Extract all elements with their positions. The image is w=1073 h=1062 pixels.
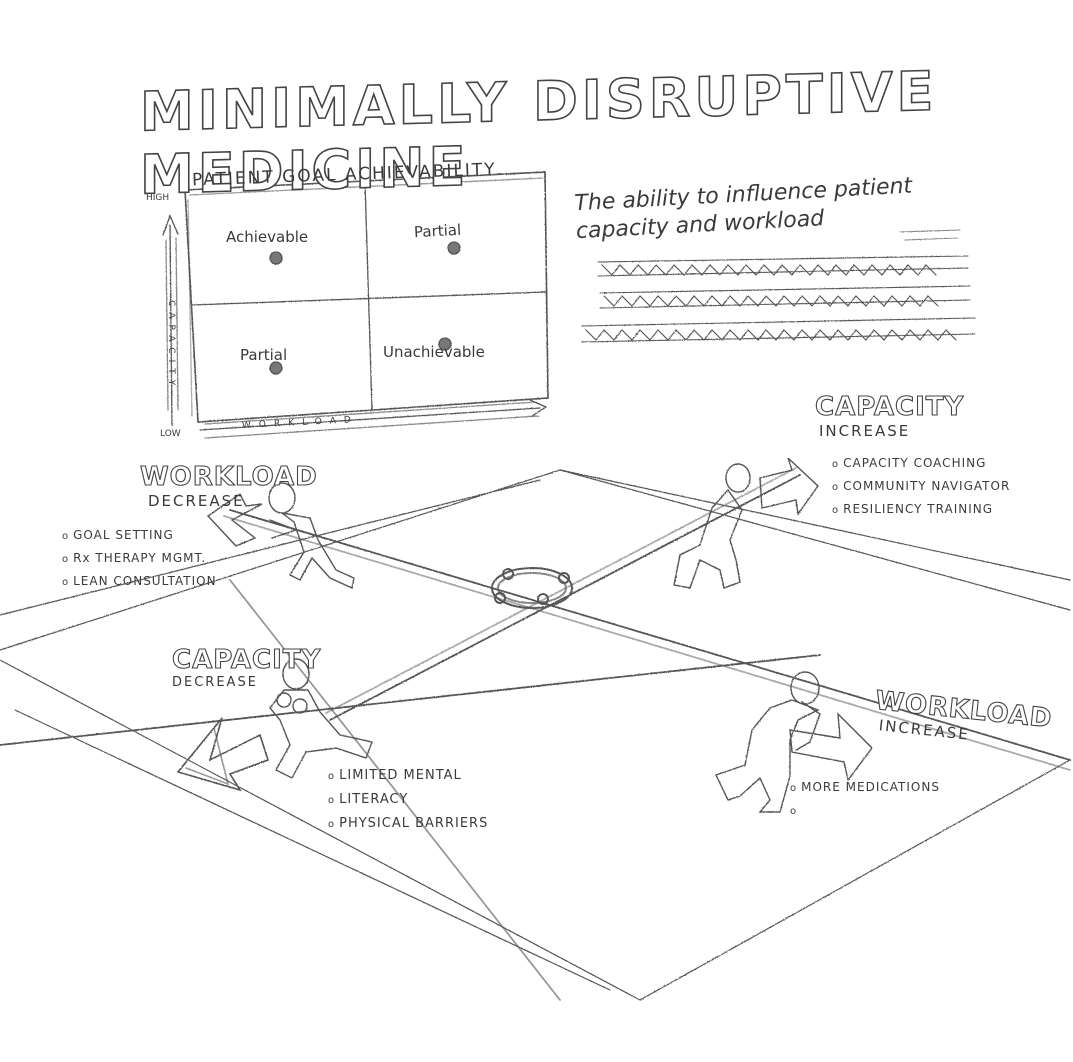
list-item: GOAL SETTING: [62, 528, 217, 542]
list-item: CAPACITY COACHING: [832, 456, 1010, 470]
capacity-increase-list: CAPACITY COACHING COMMUNITY NAVIGATOR RE…: [832, 456, 1010, 525]
list-item: LITERACY: [328, 792, 488, 807]
figure-workload-decrease: [268, 482, 355, 590]
y-high-label: HIGH: [146, 193, 170, 203]
list-item: MORE MEDICATIONS: [790, 780, 940, 794]
list-item: PHYSICAL BARRIERS: [328, 816, 488, 831]
dot-unachievable: [438, 337, 452, 351]
page-title: MINIMALLY DISRUPTIVE MEDICINE: [139, 59, 938, 207]
ground-plane: [0, 469, 1071, 1001]
figure-workload-increase: [715, 671, 821, 813]
list-item: Rx THERAPY MGMT.: [62, 551, 217, 565]
capacity-axis-arrow: [162, 214, 179, 426]
dot-achievable: [269, 251, 283, 265]
workload-decrease-list: GOAL SETTING Rx THERAPY MGMT. LEAN CONSU…: [62, 528, 217, 597]
list-item: LIMITED MENTAL: [328, 768, 488, 783]
quadrant-bottom-left: Partial: [240, 346, 288, 364]
center-ring: [491, 567, 573, 609]
list-item: [790, 803, 940, 817]
quadrant-bottom-right: Unachievable: [383, 343, 485, 361]
list-item: RESILIENCY TRAINING: [832, 502, 1010, 516]
arrow-workload-decrease: [206, 492, 263, 547]
quadrant-top-left: Achievable: [226, 228, 309, 246]
arrow-capacity-increase: [759, 457, 819, 516]
y-axis-label: CAPACITY: [166, 300, 176, 392]
capacity-decrease-heading: CAPACITY: [171, 644, 322, 675]
capacity-decrease-label: CAPACITY DECREASE: [171, 644, 322, 690]
capacity-decrease-sub: DECREASE: [172, 675, 258, 690]
capacity-increase-heading: CAPACITY: [814, 391, 965, 422]
workload-decrease-sub: DECREASE: [148, 492, 245, 510]
workload-decrease-heading: WORKLOAD: [139, 461, 318, 492]
arrow-capacity-decrease: [176, 717, 269, 792]
figure-capacity-increase: [673, 463, 751, 589]
capacity-decrease-list: LIMITED MENTAL LITERACY PHYSICAL BARRIER…: [328, 768, 488, 840]
dot-partial-top: [447, 241, 461, 255]
definition-scribbles: [581, 229, 976, 343]
arrow-workload-increase: [789, 712, 873, 782]
workload-decrease-label: WORKLOAD DECREASE: [139, 461, 318, 510]
list-item: COMMUNITY NAVIGATOR: [832, 479, 1010, 493]
list-item: LEAN CONSULTATION: [62, 574, 217, 588]
dot-partial-bottom: [269, 361, 283, 375]
tug-ropes: [0, 467, 1071, 1001]
figure-capacity-decrease: [269, 658, 373, 779]
capacity-increase-sub: INCREASE: [819, 422, 911, 440]
workload-increase-list: MORE MEDICATIONS: [790, 780, 940, 826]
achievability-matrix: [162, 171, 549, 439]
quadrant-top-right: Partial: [413, 220, 462, 242]
y-low-label: LOW: [160, 429, 181, 439]
capacity-increase-label: CAPACITY INCREASE: [814, 391, 965, 440]
